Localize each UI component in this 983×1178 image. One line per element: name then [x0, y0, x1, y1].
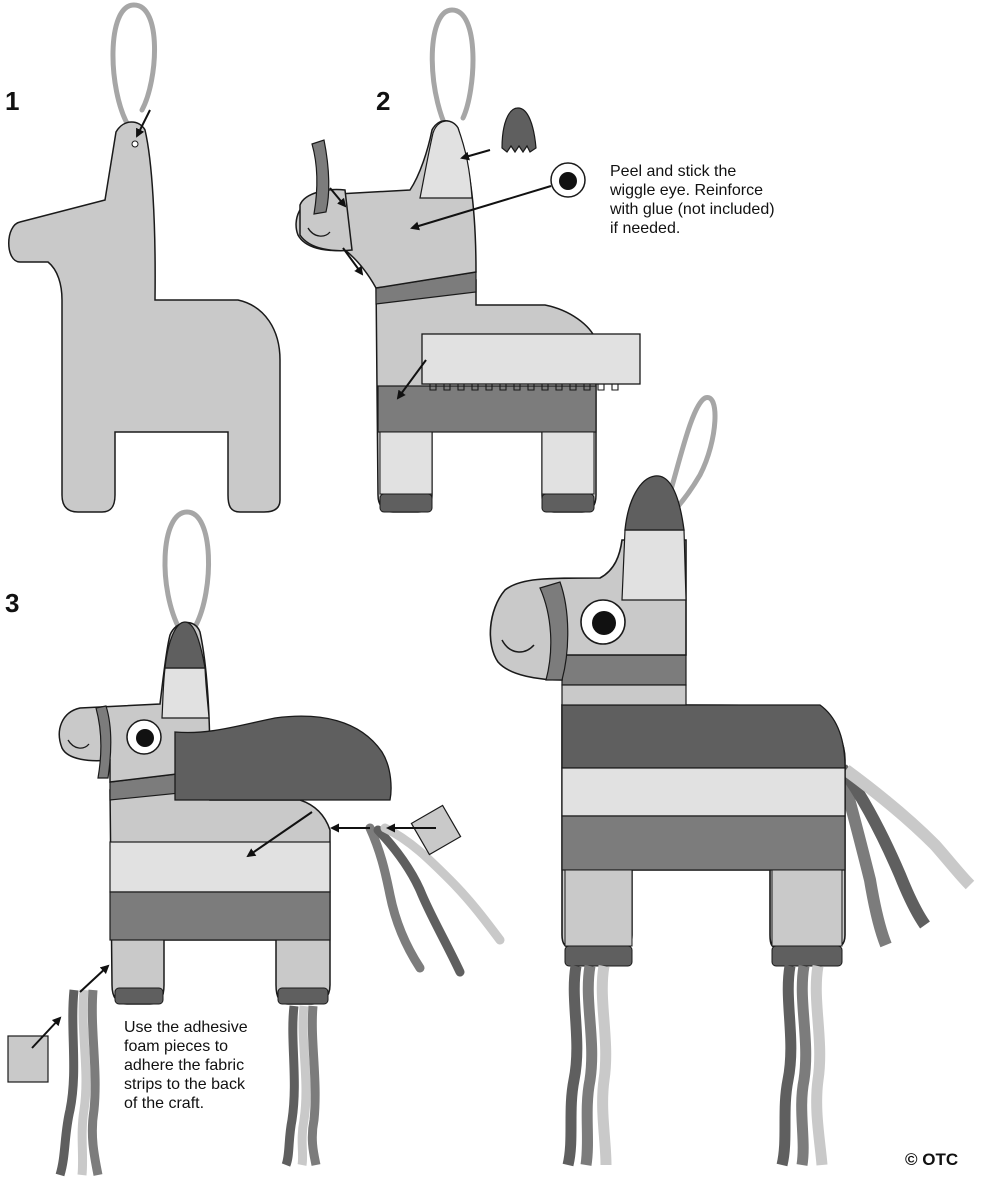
leg-band: [542, 432, 594, 494]
hanger-hole: [132, 141, 138, 147]
fabric-band-dark: [562, 705, 845, 768]
fabric-band-dark: [378, 386, 596, 432]
hoof: [565, 946, 632, 966]
copyright-notice: © OTC: [905, 1150, 958, 1170]
eye-pupil: [592, 611, 616, 635]
hoof: [115, 988, 163, 1004]
neck-band: [562, 655, 686, 685]
fabric-strip-icon: [92, 990, 98, 1175]
hanger-loop-icon: [432, 10, 473, 140]
hoof: [772, 946, 842, 966]
fabric-strip-icon: [782, 966, 791, 1165]
fabric-strip-icon: [60, 990, 74, 1175]
hanger-loop-icon: [165, 512, 209, 630]
hoof: [278, 988, 328, 1004]
fabric-strip-icon: [286, 1006, 294, 1165]
eye-pupil: [559, 172, 577, 190]
ear-patch: [622, 530, 686, 600]
eye-pupil: [136, 729, 154, 747]
hoof: [542, 494, 594, 512]
leg-band: [380, 432, 432, 494]
leg-band: [565, 870, 632, 946]
step-2-figure: [296, 10, 640, 512]
fabric-strip-icon: [312, 1006, 316, 1165]
ear-patch: [420, 121, 472, 198]
adhesive-foam-instruction: Use the adhesive foam pieces to adhere t…: [124, 1018, 284, 1113]
donkey-blank: [9, 122, 280, 512]
neck-lower: [562, 685, 686, 705]
adhesive-foam-square-icon: [8, 1036, 48, 1082]
fabric-strip-icon: [586, 966, 592, 1165]
fabric-strip-icon: [568, 966, 577, 1165]
fabric-strip-icon: [816, 966, 822, 1165]
step-1-label: 1: [5, 88, 19, 114]
arrow-icon: [80, 966, 108, 992]
leg-band: [772, 870, 842, 946]
fabric-band-pale: [110, 842, 330, 892]
hanger-loop-icon: [113, 5, 155, 125]
step-2-label: 2: [376, 88, 390, 114]
fabric-band-dark: [110, 892, 330, 940]
ear-tip-piece: [502, 108, 536, 152]
step-3-label: 3: [5, 590, 19, 616]
fabric-strip-icon: [602, 966, 606, 1165]
step-1-figure: [9, 5, 280, 512]
ear-patch: [162, 668, 209, 718]
fabric-band-mid: [562, 816, 845, 870]
fabric-strip-icon: [802, 966, 806, 1165]
fabric-strip-icon: [82, 990, 86, 1175]
fabric-band-pale: [562, 768, 845, 816]
fabric-sheet: [422, 334, 640, 384]
hoof: [380, 494, 432, 512]
wiggle-eye-instruction: Peel and stick the wiggle eye. Reinforce…: [610, 162, 830, 238]
fabric-strip-icon: [302, 1006, 306, 1165]
